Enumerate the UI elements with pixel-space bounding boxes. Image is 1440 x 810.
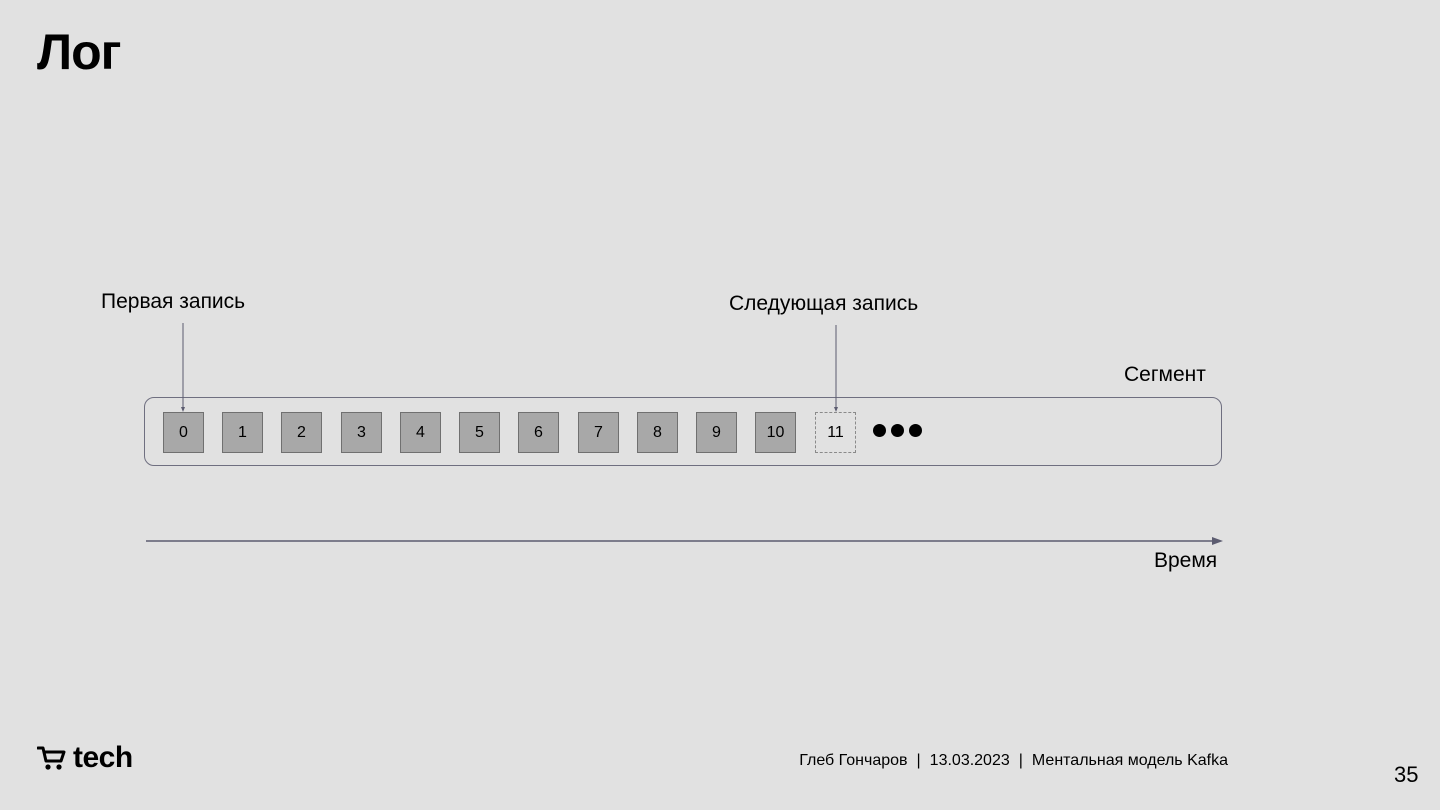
slide-title: Лог (37, 24, 121, 80)
log-record: 0 (163, 412, 204, 453)
ellipsis-icon (873, 424, 922, 437)
log-record: 6 (518, 412, 559, 453)
time-axis-arrow (146, 537, 1223, 545)
log-record: 3 (341, 412, 382, 453)
next-log-record: 11 (815, 412, 856, 453)
segment-label: Сегмент (1124, 363, 1206, 386)
segment-box (144, 397, 1222, 466)
first-record-label: Первая запись (101, 290, 246, 313)
log-record: 1 (222, 412, 263, 453)
log-record: 7 (578, 412, 619, 453)
log-record: 8 (637, 412, 678, 453)
talk-date: 13.03.2023 (929, 752, 1010, 769)
log-record: 4 (400, 412, 441, 453)
cart-icon (37, 746, 66, 770)
author-name: Глеб Гончаров (799, 752, 908, 769)
slide-footer: Глеб Гончаров | 13.03.2023 | Ментальная … (799, 752, 1228, 770)
log-record: 9 (696, 412, 737, 453)
footer-separator: | (1018, 752, 1023, 769)
log-record: 10 (755, 412, 796, 453)
log-record: 5 (459, 412, 500, 453)
next-record-label: Следующая запись (729, 292, 919, 315)
logo-text: tech (73, 741, 133, 774)
talk-title: Ментальная модель Kafka (1031, 752, 1228, 769)
footer-separator: | (916, 752, 921, 769)
log-record: 2 (281, 412, 322, 453)
brand-logo: tech (37, 740, 133, 776)
time-axis-label: Время (1154, 549, 1218, 572)
page-number: 35 (1394, 762, 1419, 787)
